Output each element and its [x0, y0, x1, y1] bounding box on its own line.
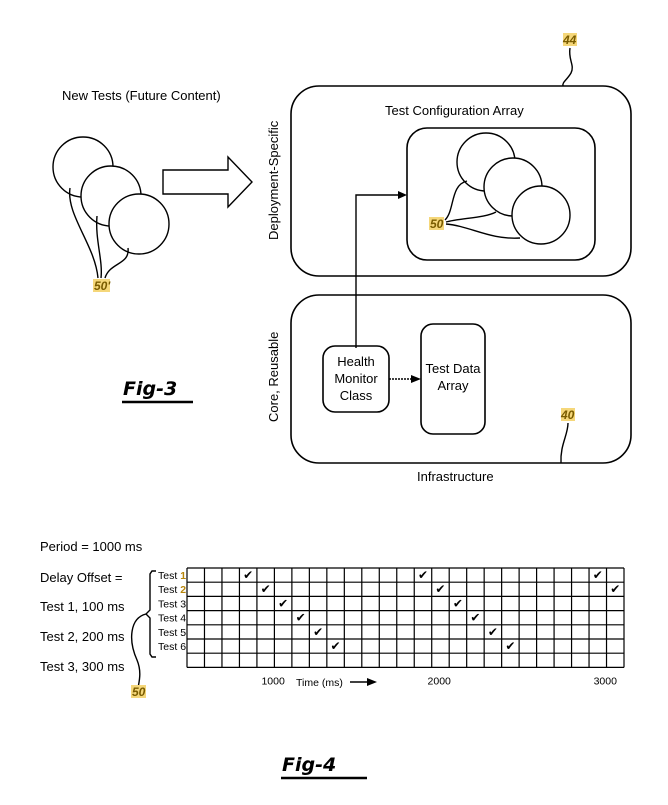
- check-mark-icon: ✔: [296, 611, 306, 625]
- infrastructure-box: [290, 294, 632, 464]
- check-mark-icon: ✔: [453, 596, 463, 610]
- ref-highlight: [93, 279, 110, 292]
- period-label: Period = 1000 ms: [40, 539, 143, 554]
- row-label: Test 1: [158, 570, 186, 582]
- deployment-specific-label: Deployment-Specific: [266, 120, 281, 240]
- new-tests-label: New Tests (Future Content): [62, 88, 221, 103]
- check-mark-icon: ✔: [418, 568, 428, 582]
- row-label: Test 5: [158, 627, 186, 639]
- x-tick-label: 3000: [594, 675, 618, 687]
- check-mark-icon: ✔: [505, 639, 515, 653]
- row-labels: Test 1 Test 2 Test 3 Test 4 Test 5 Test 6: [158, 570, 186, 653]
- ref-highlight: [131, 685, 146, 698]
- row-label: Test 3: [158, 598, 186, 610]
- row-label: Test 2: [158, 584, 186, 596]
- x-ticks: 1000 2000 3000: [261, 675, 617, 687]
- row-label: Test 4: [158, 613, 186, 625]
- fig3-title: Fig-3: [123, 378, 177, 400]
- schedule-checks: ✔ ✔ ✔ ✔ ✔ ✔ ✔ ✔ ✔ ✔ ✔ ✔ ✔ ✔: [243, 568, 620, 653]
- schedule-grid: [186, 567, 625, 669]
- test-config-array-box: [406, 127, 596, 261]
- ref-highlight: [561, 408, 575, 421]
- leader-line: [445, 211, 497, 223]
- test-circle: [511, 185, 571, 245]
- arrowhead-icon: [398, 191, 407, 199]
- leader-line: [68, 187, 99, 279]
- offset-test-1: Test 1, 100 ms: [40, 599, 125, 614]
- check-mark-icon: ✔: [470, 611, 480, 625]
- check-mark-icon: ✔: [435, 582, 445, 596]
- row-label: Test 6: [158, 641, 186, 653]
- health-monitor-line: Class: [340, 388, 373, 403]
- check-mark-icon: ✔: [610, 582, 620, 596]
- leader-line: [444, 180, 468, 221]
- leader-line: [104, 247, 129, 279]
- ref-50: 50: [430, 217, 444, 231]
- ref-44: 44: [562, 33, 577, 47]
- fig4-title: Fig-4: [282, 754, 336, 776]
- test-data-array-line: Test Data: [426, 361, 482, 376]
- check-mark-icon: ✔: [331, 639, 341, 653]
- axis-label: Time (ms): [296, 677, 343, 689]
- delay-offset-label: Delay Offset =: [40, 570, 123, 585]
- ref-highlight: [563, 33, 577, 46]
- core-reusable-label: Core, Reusable: [266, 332, 281, 422]
- offset-test-3: Test 3, 300 ms: [40, 659, 125, 674]
- check-mark-icon: ✔: [243, 568, 253, 582]
- connector-line: [355, 194, 402, 348]
- test-config-array-label: Test Configuration Array: [385, 103, 524, 118]
- leader-line: [130, 613, 147, 689]
- leader-line: [562, 47, 573, 87]
- ref-50-bracket: 50: [132, 685, 146, 699]
- health-monitor-line: Monitor: [334, 371, 378, 386]
- check-mark-icon: ✔: [488, 625, 498, 639]
- deployment-specific-box: [290, 85, 632, 277]
- new-tests-circles: 50': [52, 136, 170, 293]
- bracket: [145, 570, 156, 658]
- arrow-right-icon: [162, 155, 253, 209]
- ref-highlight: [429, 217, 444, 230]
- check-mark-icon: ✔: [313, 625, 323, 639]
- fig3: New Tests (Future Content) 50' Deploymen…: [52, 33, 632, 484]
- leader-line: [445, 223, 521, 239]
- arrowhead-icon: [411, 375, 421, 383]
- check-mark-icon: ✔: [278, 596, 288, 610]
- offset-test-2: Test 2, 200 ms: [40, 629, 125, 644]
- arrow-right-icon: [367, 678, 377, 686]
- new-test-circle: [108, 193, 170, 255]
- infrastructure-label: Infrastructure: [417, 469, 494, 484]
- ref-40: 40: [560, 408, 575, 422]
- fig4: Period = 1000 ms Delay Offset = Test 1, …: [40, 539, 625, 780]
- x-tick-label: 1000: [261, 675, 285, 687]
- test-data-array-line: Array: [437, 378, 469, 393]
- x-tick-label: 2000: [428, 675, 452, 687]
- health-monitor-line: Health: [337, 354, 375, 369]
- ref-50-prime: 50': [94, 279, 111, 293]
- leader-line: [95, 215, 103, 279]
- check-mark-icon: ✔: [261, 582, 271, 596]
- leader-line: [560, 422, 569, 464]
- check-mark-icon: ✔: [593, 568, 603, 582]
- test-data-array-box: [420, 323, 486, 435]
